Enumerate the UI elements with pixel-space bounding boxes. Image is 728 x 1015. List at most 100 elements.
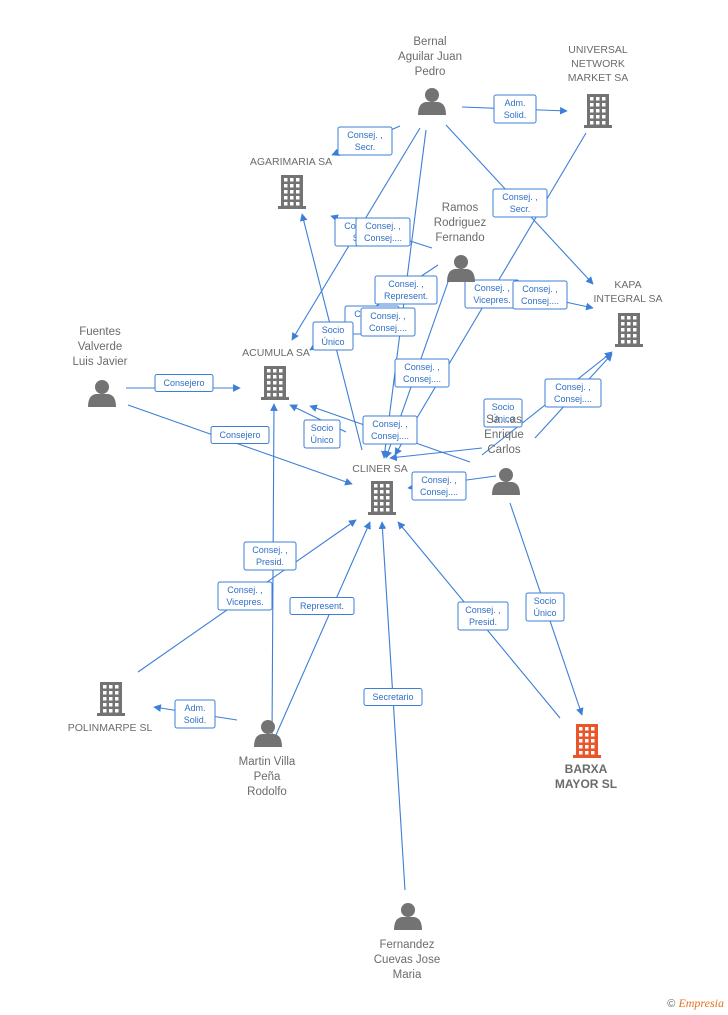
node-label: Fernando <box>435 232 484 244</box>
edge-label[interactable]: Consej. ,Consej.... <box>544 378 602 408</box>
edge-label[interactable]: Consej. ,Consej.... <box>512 280 568 310</box>
edge-label[interactable]: Consej. ,Presid. <box>243 541 297 571</box>
node-label: Enrique <box>484 429 524 441</box>
edge-label[interactable]: Consej. ,Presid. <box>457 601 509 631</box>
edge-label[interactable]: Consejero <box>210 426 270 444</box>
edge-label[interactable]: Consej. ,Vicepres. <box>464 279 520 309</box>
relationship-edge <box>127 404 353 486</box>
edge-label[interactable]: Consej. ,Represent. <box>374 275 438 305</box>
building-icon <box>573 724 601 758</box>
edge-label[interactable]: Secretario <box>363 688 423 706</box>
edge-label-box <box>483 398 523 428</box>
edge-label-text: Consej. , <box>388 279 424 289</box>
edge-label-box <box>394 358 450 388</box>
edge-label-text: Consej. , <box>365 221 401 231</box>
edge-label[interactable]: Consejero <box>154 374 214 392</box>
edge-label[interactable]: Adm. Solid. <box>493 94 537 124</box>
edge-label-text: Consej. , <box>370 311 406 321</box>
edge-label-box <box>312 321 354 351</box>
edge-label-text: Presid. <box>469 617 497 627</box>
building-icon <box>615 313 643 347</box>
node-label: Peña <box>254 771 281 783</box>
node-acumula[interactable]: ACUMULA SA <box>242 347 310 400</box>
node-label: Fuentes <box>79 326 121 338</box>
node-label: UNIVERSAL <box>568 44 628 56</box>
edge-label[interactable]: Consej. ,Consej.... <box>360 307 416 337</box>
edge-label[interactable]: Consej. ,Consej.... <box>362 415 418 445</box>
edge-label-text: Solid. <box>504 110 527 120</box>
footer-credit[interactable]: © Empresia <box>667 996 724 1011</box>
edge-label-text: Consej.... <box>521 296 559 306</box>
edge-label[interactable]: Represent. <box>289 597 355 615</box>
person-icon <box>394 903 422 930</box>
node-polinmarpe[interactable]: POLINMARPE SL <box>68 682 153 734</box>
edge-label-text: Consej.... <box>371 431 409 441</box>
edge-label-text: Socio <box>311 423 334 433</box>
node-label: BARXA <box>565 762 608 776</box>
node-label: Luis Javier <box>73 356 128 368</box>
node-label: Bernal <box>413 36 446 48</box>
edge-label[interactable]: Consej. ,Consej.... <box>394 358 450 388</box>
edge-label[interactable]: Consej. ,Secr. <box>337 126 393 156</box>
person-icon <box>254 720 282 747</box>
edge-label-text: Socio <box>534 596 557 606</box>
edge-label-text: Adm. <box>504 98 525 108</box>
copyright-symbol: © <box>667 998 676 1010</box>
node-label: INTEGRAL SA <box>593 293 662 305</box>
edge-label-text: Socio <box>492 402 515 412</box>
node-cliner[interactable]: CLINER SA <box>352 463 408 515</box>
edge-label[interactable]: Consej. ,Vicepres. <box>217 581 273 611</box>
edge-label-box <box>493 94 537 124</box>
edge-label-text: Consejero <box>219 430 260 440</box>
building-icon <box>584 94 612 128</box>
edge-label-text: Solid. <box>184 715 207 725</box>
node-label: Aguilar Juan <box>398 51 462 63</box>
edge-label-text: Único <box>310 435 333 445</box>
edge-label-box <box>362 415 418 445</box>
edge-label-box <box>544 378 602 408</box>
node-label: Pedro <box>415 66 446 78</box>
building-icon <box>97 682 125 716</box>
edge-label-box <box>355 217 411 247</box>
node-label: CLINER SA <box>352 463 407 475</box>
relationship-edge <box>275 521 371 736</box>
relationship-edge <box>389 447 483 462</box>
edge-label-text: Único <box>491 414 514 424</box>
person-icon <box>447 255 475 282</box>
edge-label[interactable]: Consej. ,Consej.... <box>355 217 411 247</box>
edge-label[interactable]: Consej. ,Secr. <box>492 188 548 218</box>
edge-label-text: Consej. , <box>474 283 510 293</box>
edge-label-text: Consej. , <box>555 382 591 392</box>
node-label: Rodolfo <box>247 786 287 798</box>
edge-label-text: Secr. <box>355 142 376 152</box>
edge-label[interactable]: Consej. ,Consej.... <box>411 471 467 501</box>
node-agarimaria[interactable]: AGARIMARIA SA <box>250 156 332 209</box>
node-label: Ramos <box>442 202 479 214</box>
edge-label[interactable]: Adm.Solid. <box>174 699 216 729</box>
edge-label-box <box>374 275 438 305</box>
edge-label-text: Consej. , <box>227 585 263 595</box>
building-icon <box>261 366 289 400</box>
edge-label-box <box>492 188 548 218</box>
edge-labels-layer: Adm.Solid.Consej. ,Secr.Consej. ,Secr.Co… <box>154 94 602 729</box>
edge-label-text: Consej. , <box>421 475 457 485</box>
edge-label-box <box>210 426 270 444</box>
node-label: Fernandez <box>380 939 435 951</box>
node-label: Carlos <box>487 444 520 456</box>
edge-label-text: Secretario <box>372 692 413 702</box>
person-icon <box>492 468 520 495</box>
